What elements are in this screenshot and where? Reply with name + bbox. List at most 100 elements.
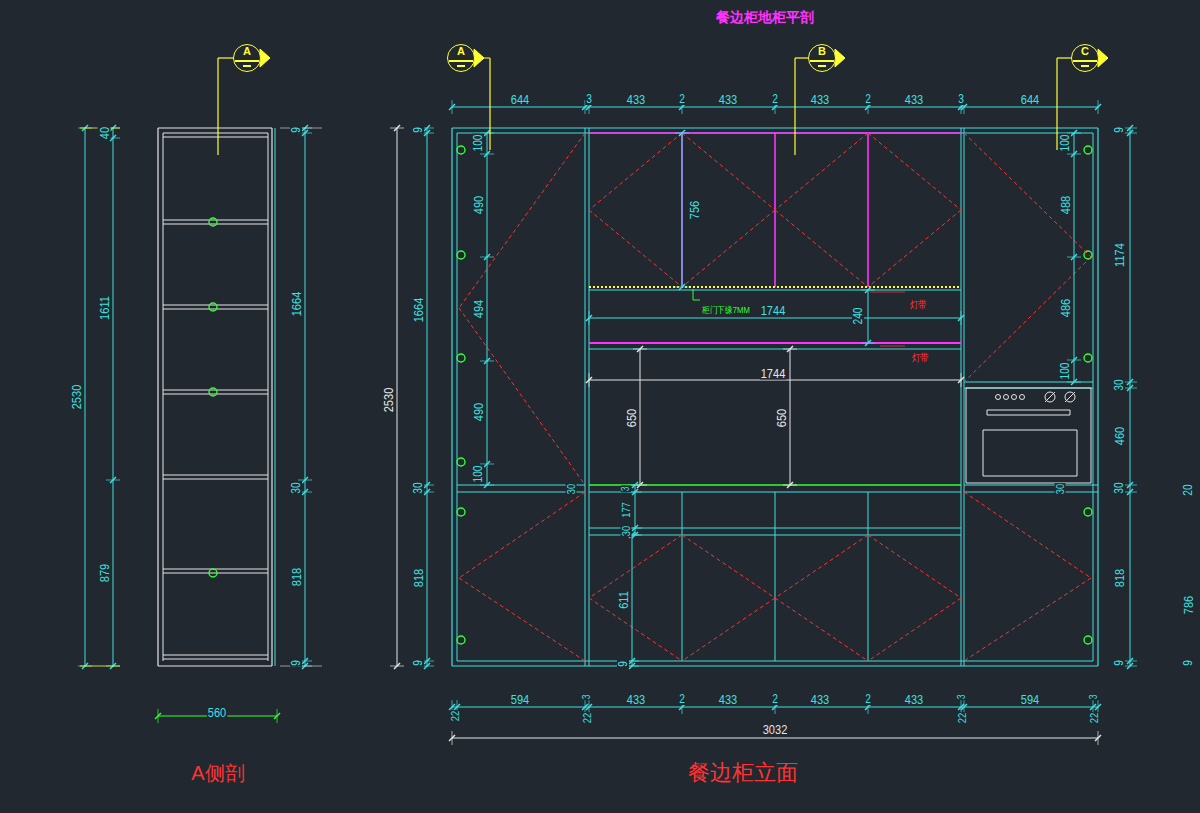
drawing-line [682, 535, 775, 598]
dimension-text: 433 [718, 93, 738, 106]
drawing-line [1123, 133, 1137, 134]
dimension-text: 20 [1182, 483, 1194, 496]
drawing-line [682, 133, 683, 287]
drawing-line [457, 133, 458, 661]
drawing-line [106, 480, 120, 481]
note-text: 餐边柜地柜平剖 [715, 10, 815, 24]
drawing-line [1067, 360, 1081, 361]
drawing-line [682, 210, 775, 287]
drawing-line [1130, 128, 1131, 666]
marker-bar [449, 60, 473, 62]
dimension-text: 644 [510, 93, 530, 106]
note-text: 灯带 [909, 300, 928, 310]
drawing-line [1056, 58, 1057, 150]
dimension-text: 1744 [760, 304, 786, 317]
drawing-line [277, 709, 278, 723]
hinge-symbol [1084, 508, 1092, 516]
dimension-text: 1664 [412, 297, 425, 323]
dimension-text: 433 [718, 693, 738, 706]
dimension-text: 2 [864, 693, 871, 705]
dimension-text: 433 [904, 93, 924, 106]
dimension-text: 2 [771, 693, 778, 705]
dimension-text: 30 [1055, 483, 1066, 495]
section-letter: C [1072, 45, 1098, 57]
drawing-line [987, 410, 988, 415]
drawing-line [163, 133, 164, 661]
drawing-line [459, 308, 585, 485]
drawing-line [870, 292, 905, 293]
dimension-text: 9 [412, 659, 424, 666]
drawing-line [966, 388, 1091, 389]
drawing-line [964, 485, 1098, 486]
drawing-line [795, 57, 808, 58]
drawing-line [861, 343, 875, 344]
dimension-text: 433 [810, 693, 830, 706]
drawing-line [163, 475, 268, 476]
dimension-text: 879 [98, 563, 111, 583]
hinge-symbol [209, 218, 217, 226]
dimension-text: 756 [688, 200, 701, 220]
marker-bar [243, 65, 251, 67]
drawing-line [868, 598, 961, 661]
hinge-symbol [457, 458, 465, 466]
drawing-line [880, 346, 905, 347]
drawing-line [1098, 100, 1099, 114]
drawing-line [775, 535, 868, 598]
drawing-line [589, 484, 961, 486]
drawing-line [964, 128, 965, 666]
drawing-line [85, 128, 86, 666]
marker-bar [810, 60, 834, 62]
drawing-line [452, 738, 1098, 739]
drawing-line [589, 528, 961, 529]
dimension-text: 818 [412, 568, 425, 588]
drawing-line [775, 210, 868, 287]
drawing-line [452, 665, 1098, 666]
drawing-line [1067, 154, 1081, 155]
hinge-symbol [1084, 354, 1092, 362]
drawing-line [589, 598, 682, 661]
dimension-text: 9 [290, 659, 302, 666]
drawing-line [80, 666, 120, 667]
drawing-line [163, 573, 268, 574]
drawing-line [1067, 257, 1081, 258]
dimension-text: 490 [472, 402, 485, 422]
section-letter: B [809, 45, 835, 57]
drawing-line [868, 210, 961, 287]
drawing-line [966, 483, 1091, 484]
drawing-line [163, 479, 268, 480]
section-marker-symbol [1098, 49, 1108, 67]
hinge-symbol [1084, 146, 1092, 154]
dimension-text: 22 [957, 712, 968, 724]
drawing-line [682, 133, 775, 210]
drawing-line [987, 415, 1070, 416]
hinge-symbol [1084, 636, 1092, 644]
dimension-text: 9 [1182, 659, 1194, 666]
drawing-line [158, 665, 272, 666]
drawing-line [964, 492, 1091, 578]
drawing-line [693, 300, 700, 301]
drawing-line [589, 286, 961, 288]
drawing-line [589, 492, 961, 493]
drawing-line [1057, 57, 1071, 58]
drawing-line [632, 535, 633, 666]
dimension-text: 22 [582, 712, 593, 724]
note-text: 柜门下缘7MM [701, 306, 750, 315]
drawing-line [861, 290, 875, 291]
drawing-line [589, 318, 961, 319]
dimension-text: 1611 [98, 295, 111, 320]
drawing-line [783, 349, 797, 350]
drawing-line [868, 290, 869, 343]
drawing-line [983, 430, 984, 476]
drawing-line [1077, 430, 1078, 476]
drawing-line [163, 133, 268, 134]
drawing-line [271, 128, 272, 666]
dimension-text: 9 [290, 126, 302, 133]
oven-knob [1004, 395, 1009, 400]
drawing-line [585, 128, 586, 666]
drawing-line [589, 535, 961, 536]
drawing-line [451, 128, 452, 666]
dimension-text: 460 [1113, 426, 1126, 446]
section-marker: C [1071, 44, 1099, 72]
